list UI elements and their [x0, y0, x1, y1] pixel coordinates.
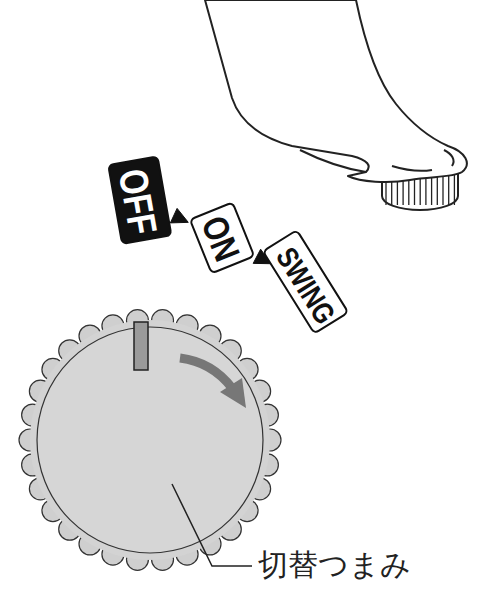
mode-badge: SWING — [262, 229, 350, 336]
part-name: 切替つまみ — [256, 550, 413, 580]
hand — [205, 0, 467, 182]
mode-label: OFF — [113, 166, 164, 238]
turn-arrowhead — [220, 378, 246, 408]
mode-label: ON — [195, 211, 245, 266]
indicator-mark — [134, 322, 148, 370]
selector-knob — [19, 310, 281, 571]
mode-label: SWING — [271, 242, 341, 329]
sequence-arrow — [170, 208, 188, 223]
turn-arrow — [180, 358, 232, 388]
leader-line — [172, 484, 252, 566]
mode-badge: ON — [188, 201, 255, 275]
mode-badge: OFF — [107, 155, 172, 244]
